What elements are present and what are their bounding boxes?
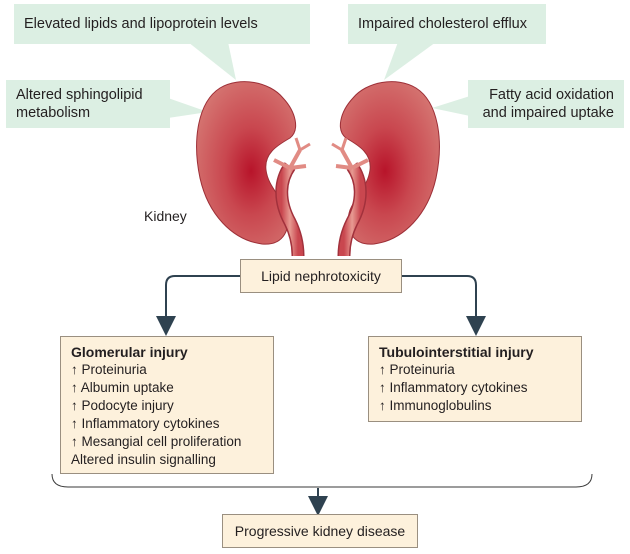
callout-sphingolipid: Altered sphingolipid metabolism — [6, 80, 170, 128]
list-item: ↑ Immunoglobulins — [379, 398, 492, 413]
list-item: ↑ Mesangial cell proliferation — [71, 434, 242, 449]
callout-pointer-top-left — [188, 42, 236, 80]
list-item: Altered insulin signalling — [71, 452, 216, 467]
callout-elevated-lipids: Elevated lipids and lipoprotein levels — [14, 4, 310, 44]
callout-cholesterol-efflux-text: Impaired cholesterol efflux — [358, 16, 527, 32]
list-item: ↑ Inflammatory cytokines — [379, 380, 528, 395]
lipid-nephrotoxicity-text: Lipid nephrotoxicity — [261, 268, 381, 284]
callout-sphingolipid-line2: metabolism — [16, 105, 91, 121]
list-item: ↑ Proteinuria — [379, 362, 455, 377]
callout-pointer-mid-left — [168, 98, 208, 118]
callout-fatty-acid: Fatty acid oxidation and impaired uptake — [468, 80, 624, 128]
callout-cholesterol-efflux: Impaired cholesterol efflux — [348, 4, 546, 44]
kidney-label: Kidney — [144, 208, 187, 224]
callout-sphingolipid-line1: Altered sphingolipid — [16, 87, 143, 103]
callout-pointer-top-right — [384, 42, 436, 80]
kidney-left-icon — [196, 81, 311, 257]
kidney-right-icon — [331, 81, 440, 257]
lipid-nephrotoxicity-box: Lipid nephrotoxicity — [240, 259, 402, 293]
list-item: ↑ Podocyte injury — [71, 398, 174, 413]
glomerular-injury-box: Glomerular injury ↑ Proteinuria ↑ Albumi… — [60, 336, 274, 474]
bottom-bracket — [51, 473, 593, 488]
list-item: ↑ Inflammatory cytokines — [71, 416, 220, 431]
list-item: ↑ Proteinuria — [71, 362, 147, 377]
tubulointerstitial-injury-box: Tubulointerstitial injury ↑ Proteinuria … — [368, 336, 582, 422]
callout-fatty-acid-line1: Fatty acid oxidation — [489, 87, 614, 103]
arrow-to-tubulo — [402, 275, 486, 336]
callout-elevated-lipids-text: Elevated lipids and lipoprotein levels — [24, 16, 258, 32]
callout-pointer-mid-right — [432, 96, 470, 116]
callout-fatty-acid-line2: and impaired uptake — [482, 105, 614, 121]
progressive-kidney-disease-text: Progressive kidney disease — [234, 523, 406, 539]
arrow-to-glomerular — [156, 275, 240, 336]
tubulointerstitial-injury-title: Tubulointerstitial injury — [379, 344, 534, 360]
list-item: ↑ Albumin uptake — [71, 380, 174, 395]
progressive-kidney-disease-box: Progressive kidney disease — [222, 514, 418, 548]
glomerular-injury-title: Glomerular injury — [71, 344, 188, 360]
